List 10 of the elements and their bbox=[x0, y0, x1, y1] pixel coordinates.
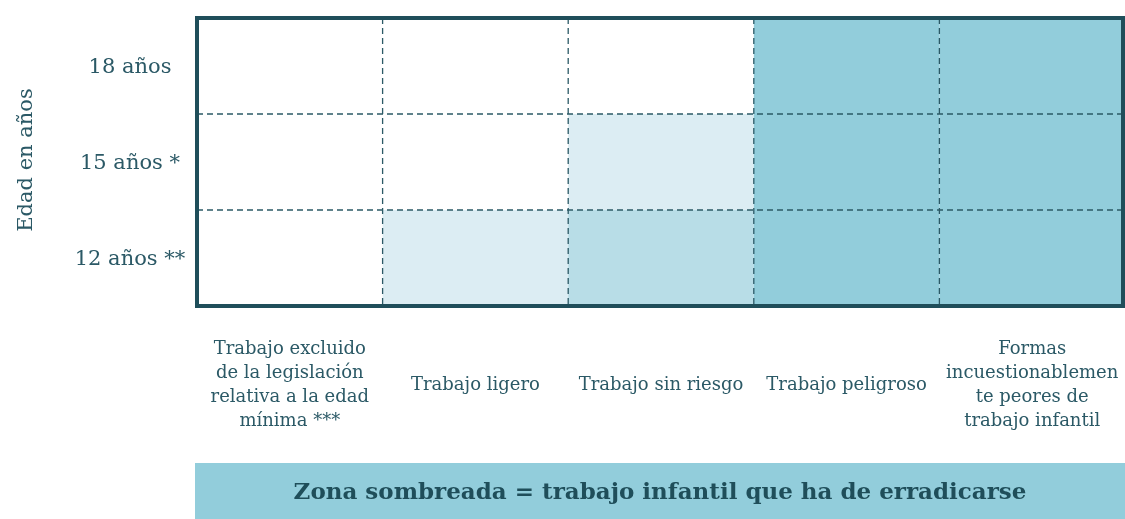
row-label: 15 años * bbox=[78, 149, 181, 176]
column-label: Trabajo sin riesgo bbox=[577, 372, 745, 396]
column-label: Trabajo excluido de la legislación relativa a la edad mínima *** bbox=[209, 336, 370, 432]
legend-text: Zona sombreada = trabajo infantil que ha de erradicarse bbox=[292, 476, 1028, 506]
column-label: Trabajo peligroso bbox=[765, 372, 928, 396]
column-label: Formas incuestionablemente peores de trabajo infantil bbox=[945, 336, 1120, 432]
row-label: 12 años ** bbox=[73, 245, 187, 272]
axis-title: Edad en años bbox=[13, 87, 37, 234]
row-label: 18 años bbox=[87, 53, 173, 80]
column-label: Trabajo ligero bbox=[409, 372, 541, 396]
